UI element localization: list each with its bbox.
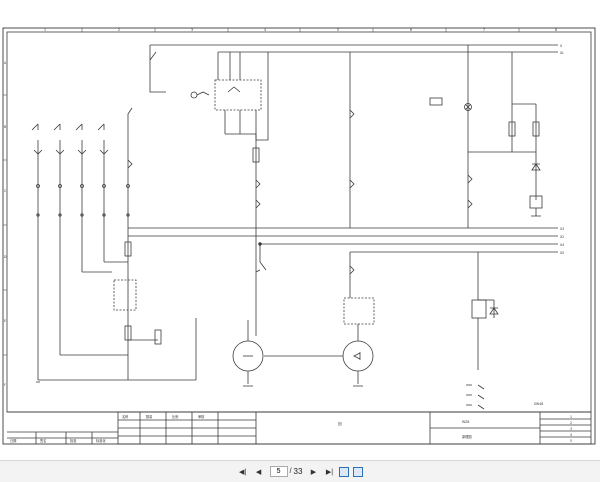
pdf-viewer-toolbar: ◀| ◀ / 33 ▶ ▶| xyxy=(0,460,600,482)
fan-motor xyxy=(342,340,374,372)
revision-grid-number: 4 xyxy=(570,433,572,437)
grid-column-label: 2 xyxy=(118,28,120,32)
resistor-mid xyxy=(154,329,162,345)
pressure-switch xyxy=(214,79,262,111)
grid-row-label: C xyxy=(4,189,7,193)
bus-label: X xyxy=(560,44,563,48)
revision-grid-number: 5 xyxy=(570,439,572,443)
grid-column-label: 1 xyxy=(44,28,46,32)
bus-label: X5 xyxy=(560,251,564,255)
copy-icon[interactable] xyxy=(339,466,350,477)
bus-label: X4 xyxy=(560,243,564,247)
sheet-note: SW48 xyxy=(534,402,543,406)
grid-column-label: 6 xyxy=(410,28,412,32)
motor-relay-dashed xyxy=(343,297,375,325)
grid-row-label: D xyxy=(4,255,7,259)
page-indicator: / 33 xyxy=(269,466,303,477)
signature-label: 批准 xyxy=(70,438,77,443)
revision-label: 数量 xyxy=(146,414,153,419)
grid-column-label: 4 xyxy=(264,28,266,32)
revision-label: 名称 xyxy=(122,414,129,419)
fuse-center xyxy=(252,147,260,163)
resistor-left xyxy=(124,325,132,341)
next-icon[interactable]: ▶ xyxy=(310,468,317,476)
relay-coil-dashed xyxy=(113,279,137,311)
fuse-left xyxy=(124,241,132,257)
total-pages: 33 xyxy=(293,467,303,476)
bus-label: XL xyxy=(560,51,564,55)
ground-symbol xyxy=(36,215,541,387)
revision-grid-number: 3 xyxy=(570,427,572,431)
revision-label: 比例 xyxy=(172,414,178,419)
grid-column-label: 7 xyxy=(483,28,485,32)
prev-icon[interactable]: ◀ xyxy=(255,468,262,476)
indicator-lamp xyxy=(464,103,472,111)
resistor-right-b xyxy=(532,121,540,137)
revision-grid-number: 1 xyxy=(570,415,572,419)
revision-grid-number: 2 xyxy=(570,421,572,425)
grid-column-label: 8 xyxy=(555,28,557,32)
signature-label: 日期 xyxy=(10,438,16,443)
page-separator: / xyxy=(289,468,292,475)
lamp-label-box xyxy=(429,97,443,106)
drawing-code: WZ8 xyxy=(462,420,469,424)
grid-row-label: B xyxy=(4,125,6,129)
drawing-type: 原理图 xyxy=(462,434,472,439)
bus-label: X2 xyxy=(560,235,564,239)
resistor-right-a xyxy=(508,121,516,137)
grid-row-label: A xyxy=(4,61,7,65)
skip-last-icon[interactable]: ▶| xyxy=(325,468,334,476)
signature-label: 标准化 xyxy=(96,438,106,443)
drawing-title: 回 xyxy=(338,421,342,426)
grid-row-label: F xyxy=(4,383,6,387)
revision-label: 审核 xyxy=(198,414,205,419)
grid-column-label: 3 xyxy=(191,28,193,32)
page-number-input[interactable] xyxy=(269,466,288,477)
relay-coil-right xyxy=(471,299,487,319)
bus-label: X3 xyxy=(560,227,564,231)
skip-first-icon[interactable]: ◀| xyxy=(238,468,247,476)
grid-row-label: E xyxy=(4,319,6,323)
selector-switch-group xyxy=(31,123,109,380)
grid-column-label: 5 xyxy=(337,28,339,32)
fit-page-icon[interactable] xyxy=(353,466,364,477)
signature-label: 签名 xyxy=(40,438,46,443)
